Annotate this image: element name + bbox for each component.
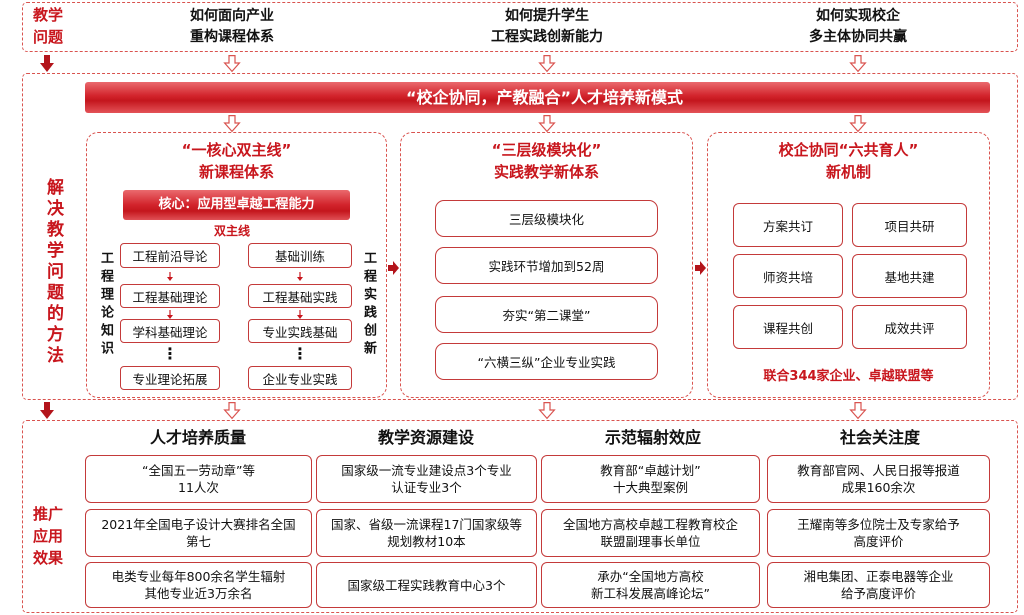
- theory-item: 工程前沿导论: [120, 243, 220, 268]
- mechanism-item: 师资共培: [733, 254, 843, 298]
- down-arrow-icon: [538, 115, 556, 133]
- core-ability-box: 核心：应用型卓越工程能力: [123, 190, 350, 220]
- practice-module: “六横三纵”企业专业实践: [435, 343, 658, 380]
- result-item: 湘电集团、正泰电器等企业 给予高度评价: [767, 562, 990, 608]
- curriculum-panel: [86, 132, 387, 398]
- practice-item: 企业专业实践: [248, 366, 352, 390]
- practice-module: 三层级模块化: [435, 200, 658, 237]
- practice-item: 专业实践基础: [248, 319, 352, 343]
- small-down-arrow-icon: [167, 272, 173, 281]
- result-item: 电类专业每年800余名学生辐射 其他专业近3万余名: [85, 562, 312, 608]
- small-down-arrow-icon: [297, 310, 303, 319]
- problem-collaboration: 如何实现校企 多主体协同共赢: [809, 8, 907, 45]
- mechanism-item: 基地共建: [852, 254, 967, 298]
- result-item: 国家、省级一流课程17门国家级等 规划教材10本: [316, 509, 537, 557]
- column-title: 人才培养质量: [149, 428, 246, 447]
- right-arrow-icon: [388, 261, 399, 275]
- model-banner: “校企协同，产教融合”人才培养新模式: [85, 82, 990, 113]
- dual-lines-label: 双主线: [213, 224, 250, 238]
- mechanism-item: 方案共订: [733, 203, 843, 247]
- problem-curriculum: 如何面向产业 重构课程体系: [190, 8, 274, 45]
- results-label: 推广 应用 效果: [32, 505, 63, 567]
- result-item: “全国五一劳动章”等 11人次: [85, 455, 312, 503]
- small-down-arrow-icon: [167, 310, 173, 319]
- theory-item: 工程基础理论: [120, 284, 220, 308]
- theory-knowledge-label: 工程理论知识: [98, 251, 113, 359]
- practice-innovation-label: 工程实践创新: [361, 251, 376, 359]
- problems-section: [22, 2, 1018, 52]
- down-arrow-icon: [223, 115, 241, 133]
- column-title: 教学资源建设: [377, 428, 474, 447]
- down-arrow-icon: [538, 55, 556, 73]
- results-section: [22, 420, 1018, 613]
- down-arrow-icon: [849, 402, 867, 420]
- practice-item: 基础训练: [248, 243, 352, 268]
- ellipsis-icon: ⋮: [162, 344, 178, 363]
- result-item: 教育部官网、人民日报等报道 成果160余次: [767, 455, 990, 503]
- mechanism-item: 项目共研: [852, 203, 967, 247]
- down-arrow-icon: [223, 55, 241, 73]
- down-arrow-icon: [849, 55, 867, 73]
- problems-label: 教学 问题: [32, 6, 63, 46]
- result-item: 王耀南等多位院士及专家给予 高度评价: [767, 509, 990, 557]
- practice-module: 夯实“第二课堂”: [435, 296, 658, 333]
- problem-practice: 如何提升学生 工程实践创新能力: [491, 8, 603, 45]
- mechanism-item: 成效共评: [852, 305, 967, 349]
- result-item: 国家级工程实践教育中心3个: [316, 562, 537, 608]
- mechanism-note: 联合344家企业、卓越联盟等: [763, 369, 934, 384]
- theory-item: 学科基础理论: [120, 319, 220, 343]
- mechanism-item: 课程共创: [733, 305, 843, 349]
- practice-item: 工程基础实践: [248, 284, 352, 308]
- result-item: 教育部“卓越计划” 十大典型案例: [541, 455, 760, 503]
- curriculum-title: “一核心双主线” 新课程体系: [181, 141, 292, 181]
- methods-section: [22, 73, 1018, 400]
- mechanism-panel: [707, 132, 990, 398]
- column-title: 示范辐射效应: [604, 428, 701, 447]
- down-arrow-icon: [40, 55, 54, 72]
- down-arrow-icon: [849, 115, 867, 133]
- result-item: 2021年全国电子设计大赛排名全国 第七: [85, 509, 312, 557]
- mechanism-title: 校企协同“六共育人” 新机制: [778, 141, 919, 181]
- result-item: 全国地方高校卓越工程教育校企 联盟副理事长单位: [541, 509, 760, 557]
- practice-panel: [400, 132, 693, 398]
- theory-item: 专业理论拓展: [120, 366, 220, 390]
- small-down-arrow-icon: [297, 272, 303, 281]
- down-arrow-icon: [223, 402, 241, 420]
- methods-label: 解决教学问题的方法: [43, 178, 63, 367]
- result-item: 承办“全国地方高校 新工科发展高峰论坛”: [541, 562, 760, 608]
- right-arrow-icon: [695, 261, 706, 275]
- practice-module: 实践环节增加到52周: [435, 247, 658, 284]
- down-arrow-icon: [538, 402, 556, 420]
- ellipsis-icon: ⋮: [292, 344, 308, 363]
- down-arrow-icon: [40, 402, 54, 419]
- result-item: 国家级一流专业建设点3个专业 认证专业3个: [316, 455, 537, 503]
- practice-title: “三层级模块化” 实践教学新体系: [491, 141, 602, 181]
- column-title: 社会关注度: [839, 428, 920, 447]
